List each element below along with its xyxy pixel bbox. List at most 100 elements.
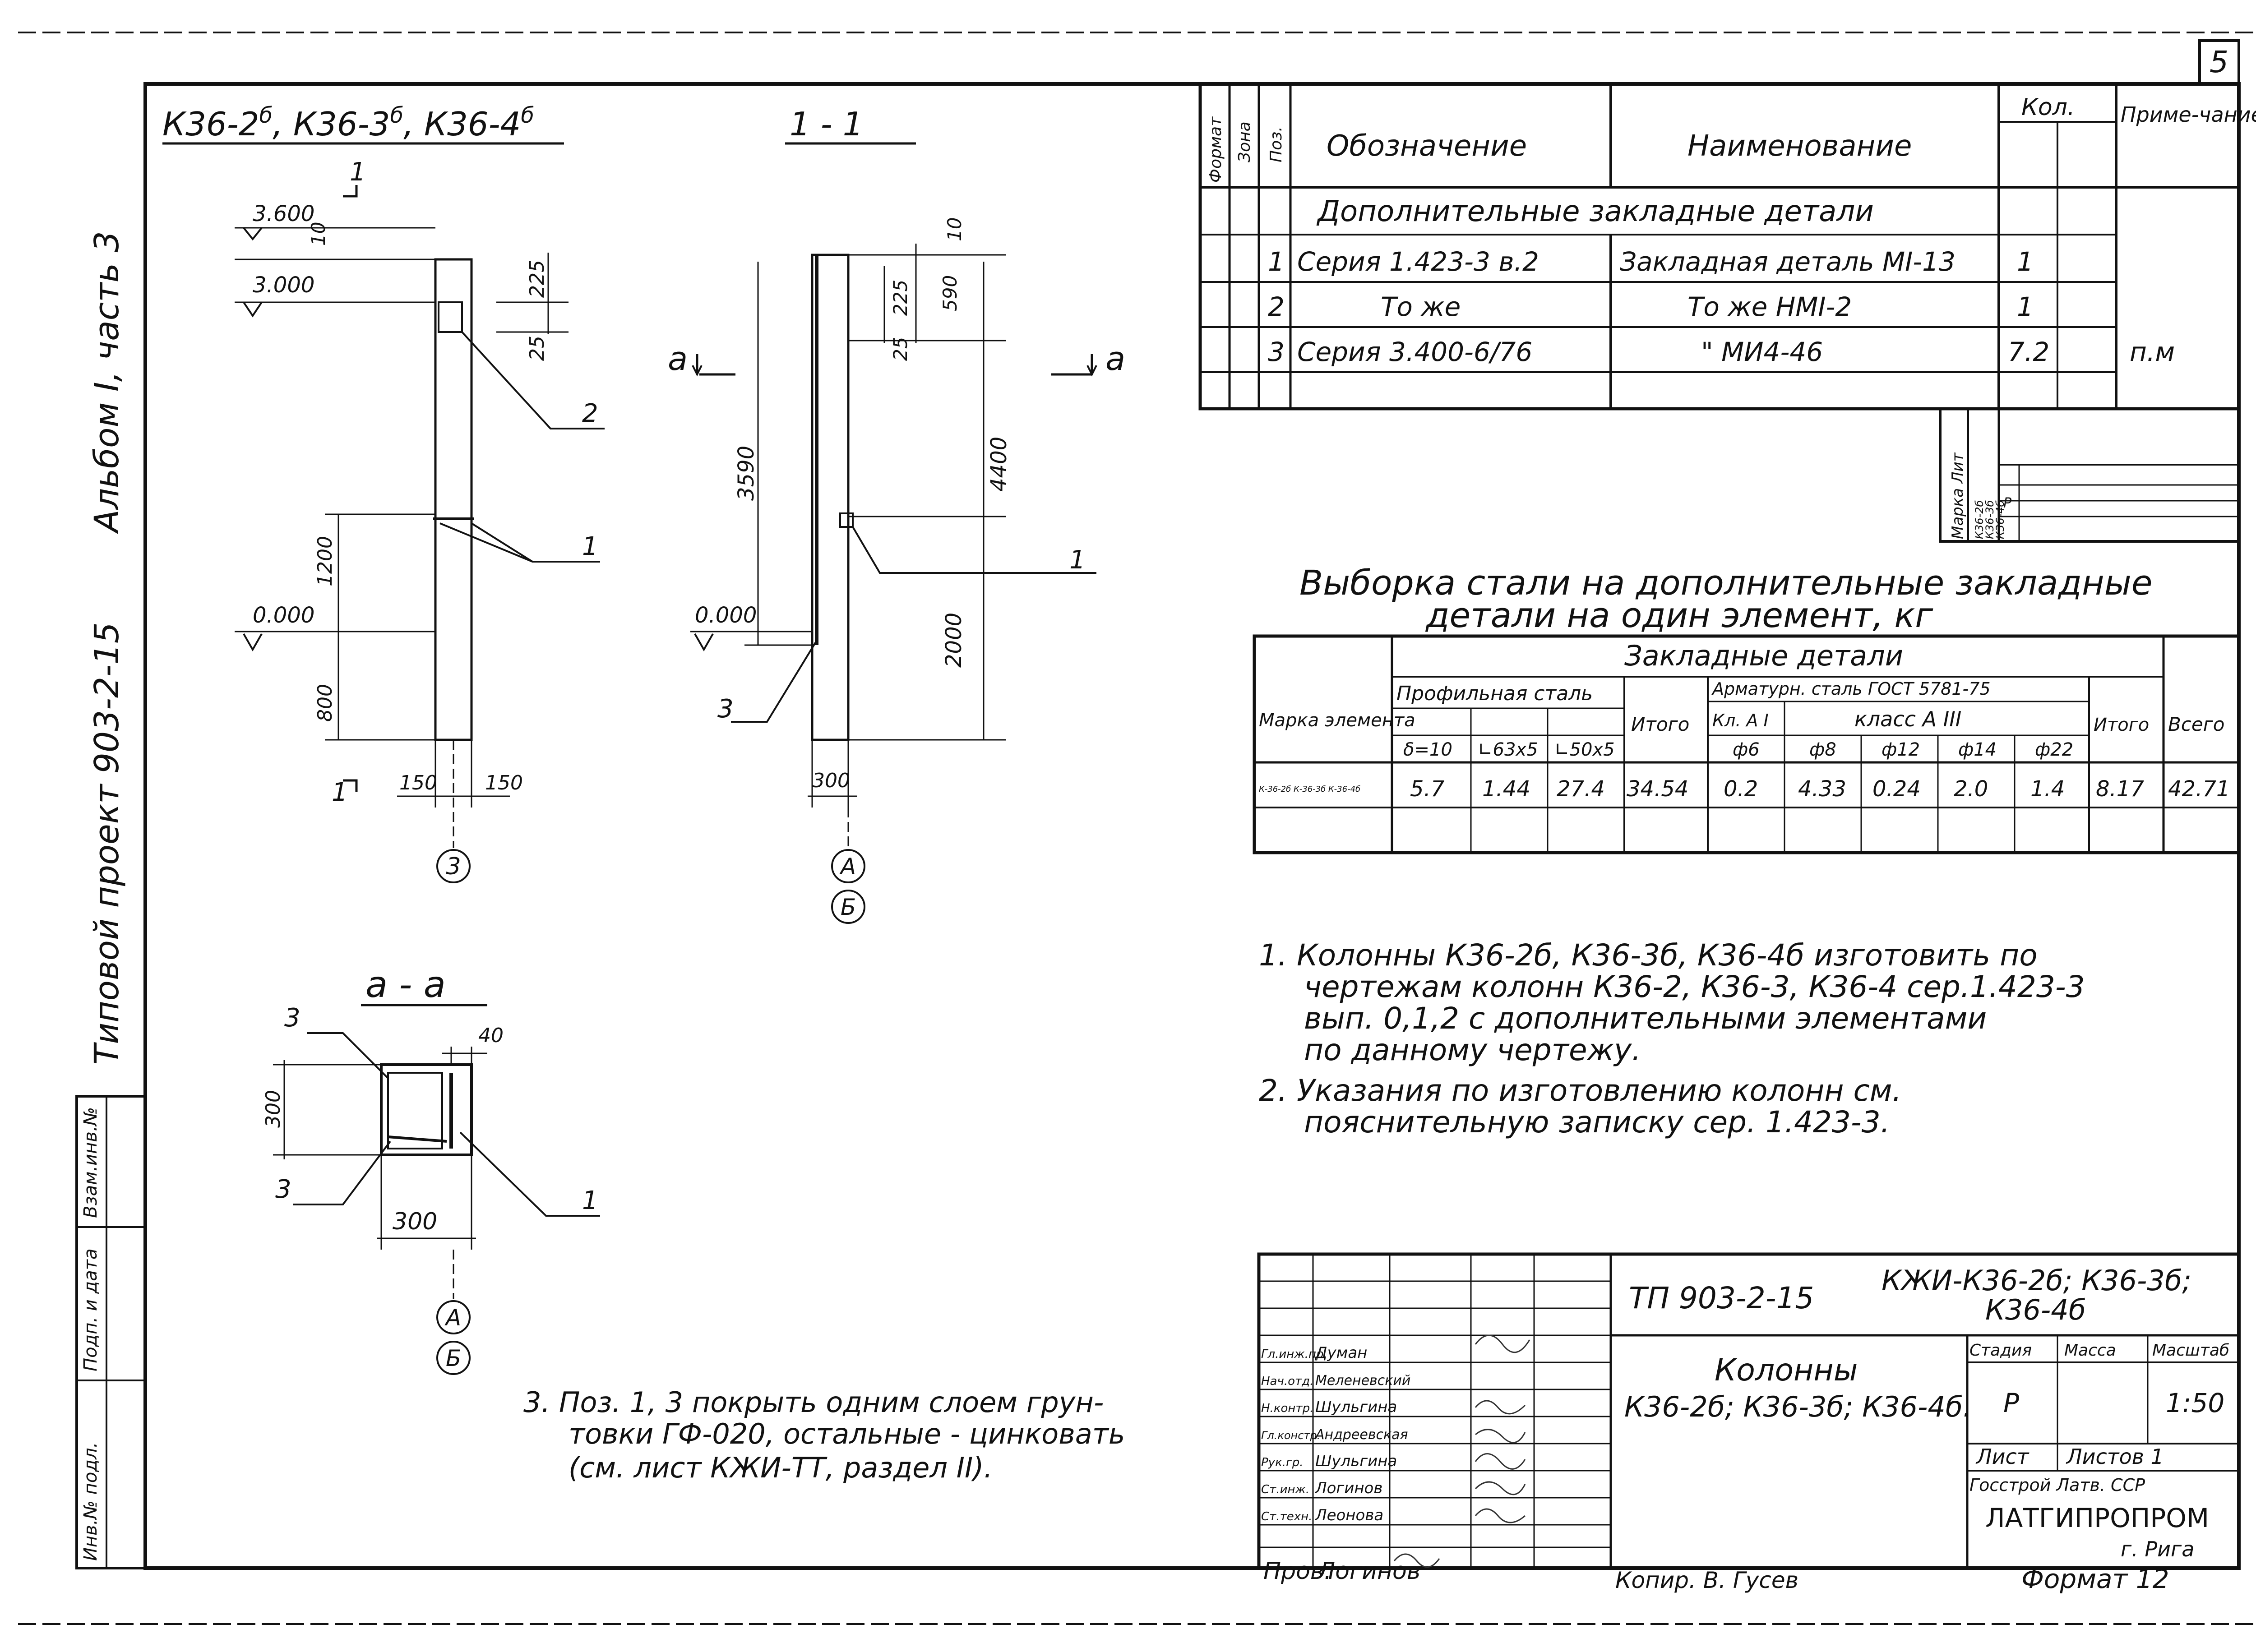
- sec-dim-10: 10: [943, 217, 966, 241]
- drawing-title: К36-2б, К36-3б, К36-4б: [162, 103, 564, 145]
- tb-org-2: ЛАТГИПРОПРОМ: [1985, 1503, 2209, 1533]
- note-line: чертежам колонн К36-2, К36-3, К36-4 сер.…: [1304, 969, 2085, 1004]
- tb-person: Шульгина: [1315, 1452, 1397, 1470]
- tb-sheet-code-1: КЖИ-К36-2б; К36-3б;: [1882, 1264, 2191, 1297]
- steel-val-2: 1.44: [1482, 776, 1530, 802]
- tb-prov-name: Логинов: [1317, 1558, 1421, 1585]
- spec-header-zone: Зона: [1235, 121, 1254, 162]
- tb-org-3: г. Рига: [2121, 1537, 2194, 1561]
- tb-role: Ст.техн.: [1261, 1510, 1312, 1523]
- steel-sub-1: δ=10: [1403, 739, 1452, 760]
- spec-name: То же НМI-2: [1687, 291, 1852, 322]
- spec-section-title: Дополнительные закладные детали: [1316, 195, 1874, 228]
- tb-role: Ст.инж.: [1261, 1483, 1309, 1496]
- pos-label-2: 2: [582, 399, 598, 428]
- note-line: по данному чертежу.: [1304, 1033, 1641, 1067]
- tb-sheet-code-2: К36-4б: [1985, 1293, 2086, 1326]
- tb-prov: Пров.: [1263, 1558, 1331, 1585]
- tb-sheet-header: Лист: [1975, 1444, 2029, 1469]
- stamp-label-replace: Взам.инв.№: [80, 1107, 101, 1218]
- axis-3: 3: [446, 853, 461, 880]
- album-label: Альбом I, часть 3: [88, 231, 126, 534]
- steel-mark: К-36-2б К-36-3б К-36-4б: [1259, 784, 1360, 794]
- pos-label-1-sec: 1: [1069, 545, 1086, 575]
- axis-b-plan: Б: [446, 1345, 461, 1371]
- cut-number-bottom: 1: [332, 778, 348, 807]
- tb-person: Андреевская: [1314, 1427, 1408, 1443]
- stamp-label-inv: Инв.№ подл.: [80, 1442, 101, 1561]
- tb-code: ТП 903-2-15: [1629, 1281, 1814, 1315]
- side-block-item-3: К36-4б: [1994, 500, 2006, 539]
- cut-letter-right: а: [1105, 340, 1125, 378]
- tb-name-2: К36-2б; К36-3б; К36-4б.: [1624, 1390, 1972, 1423]
- tb-person: Думан: [1314, 1344, 1367, 1362]
- tb-copy: Копир. В. Гусев: [1615, 1567, 1798, 1593]
- spec-header-note: Приме-чание: [2121, 102, 2256, 127]
- tb-role: Нач.отд.: [1261, 1375, 1313, 1388]
- sec-dim-3590: 3590: [734, 446, 759, 501]
- plan-dim-40: 40: [478, 1024, 504, 1047]
- notes: 1. Колонны К36-2б, К36-3б, К36-4б изгото…: [1259, 938, 2085, 1140]
- plan-dim-300-v: 300: [262, 1090, 285, 1128]
- tb-people: Гл.инж.пр. Думан Нач.отд. Меленевский Н.…: [1261, 1344, 1410, 1524]
- spec-header-qty: Кол.: [2021, 94, 2075, 121]
- spec-pos: 1: [1268, 246, 1285, 277]
- tb-stage: Р: [2003, 1388, 2019, 1418]
- column-section: [690, 244, 1097, 924]
- sec-elev-0000: 0.000: [695, 603, 757, 628]
- steel-sub-7: ф14: [1958, 739, 1997, 760]
- dim-1200: 1200: [314, 536, 337, 586]
- axis-a-plan: А: [444, 1305, 461, 1331]
- tb-person: Леонова: [1314, 1506, 1383, 1524]
- signatures: [1393, 1334, 1530, 1568]
- steel-val-8: 2.0: [1954, 776, 1988, 802]
- steel-val-1: 5.7: [1410, 776, 1445, 802]
- sec-dim-300: 300: [812, 769, 850, 792]
- pos-label-3-plan-bottom: 3: [275, 1175, 291, 1204]
- dim-150-right: 150: [485, 771, 523, 794]
- axis-a-sec: А: [839, 854, 856, 880]
- dim-800: 800: [314, 684, 337, 722]
- tb-person: Шульгина: [1315, 1398, 1397, 1416]
- note-line: пояснительную записку сер. 1.423-3.: [1304, 1105, 1890, 1140]
- spec-designation: Серия 3.400-6/76: [1297, 337, 1532, 367]
- tb-role: Гл.инж.пр.: [1261, 1347, 1327, 1361]
- sec-dim-225: 225: [889, 280, 911, 316]
- note-line: товки ГФ-020, остальные - цинковать: [569, 1417, 1125, 1450]
- tb-scale: 1:50: [2166, 1388, 2224, 1418]
- drawing-title-text: К36-2б, К36-3б, К36-4б: [162, 103, 534, 143]
- side-block-item-1: К36-2б: [1973, 500, 1986, 539]
- pos-label-1-elev: 1: [582, 532, 598, 561]
- sec-dim-4400: 4400: [986, 437, 1012, 492]
- steel-sub-5: ф8: [1809, 739, 1836, 760]
- elev-3000: 3.000: [253, 272, 314, 298]
- steel-title-1: Выборка стали на дополнительные закладны…: [1299, 563, 2153, 603]
- tb-person: Меленевский: [1315, 1373, 1410, 1389]
- tb-role: Рук.гр.: [1261, 1456, 1303, 1469]
- steel-header-itogo-2: Итого: [2094, 715, 2149, 735]
- plan-dim-300-h: 300: [393, 1208, 437, 1235]
- pos-label-3-sec: 3: [717, 694, 734, 724]
- section-1-1-title: 1 - 1: [790, 105, 863, 143]
- spec-header-pos: Поз.: [1267, 126, 1285, 162]
- note-line: 2. Указания по изготовлению колонн см.: [1259, 1073, 1902, 1108]
- steel-header-class3: класс А III: [1854, 707, 1961, 731]
- spec-qty: 1: [2017, 246, 2034, 277]
- stamp-label-sign: Подп. и дата: [80, 1249, 101, 1371]
- column-plan: [273, 1032, 600, 1375]
- axis-b-sec: Б: [841, 894, 856, 920]
- tb-mass-header: Масса: [2064, 1341, 2116, 1360]
- tb-sheets-header: Листов 1: [2066, 1444, 2164, 1469]
- tb-format: Формат 12: [2021, 1564, 2169, 1594]
- sec-dim-25: 25: [889, 337, 911, 361]
- dim-150-left: 150: [399, 771, 437, 794]
- side-block-header: Марка Лит: [1949, 452, 1967, 539]
- steel-sub-8: ф22: [2035, 739, 2073, 760]
- steel-val-10: 8.17: [2096, 776, 2144, 802]
- steel-val-3: 27.4: [1557, 776, 1605, 802]
- steel-header-group: Закладные детали: [1624, 639, 1903, 672]
- spec-pos: 3: [1268, 337, 1285, 367]
- tb-role: Н.контр.: [1261, 1402, 1313, 1415]
- steel-val-7: 0.24: [1872, 776, 1921, 802]
